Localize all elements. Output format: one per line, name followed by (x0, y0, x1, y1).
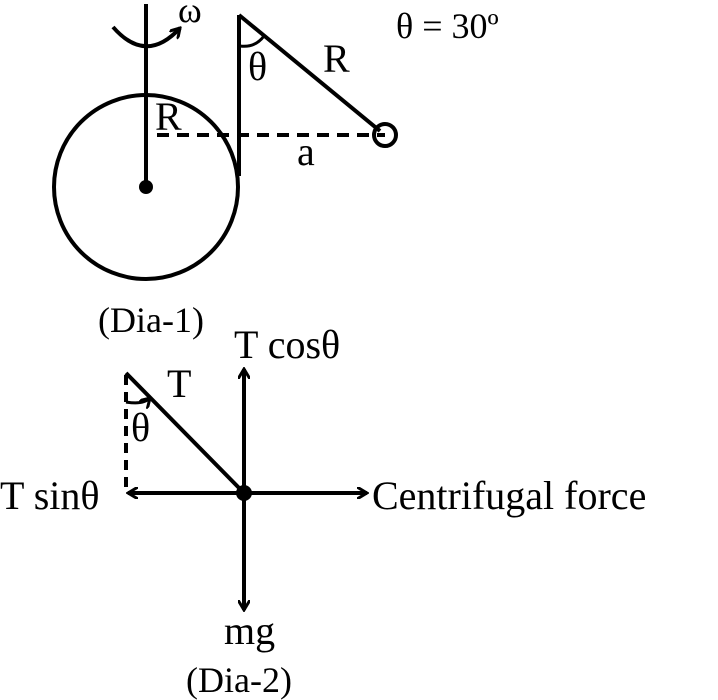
caption-dia-2: (Dia-2) (186, 660, 292, 700)
bob (372, 122, 398, 148)
tension-label: T (167, 361, 191, 406)
radius-label: R (155, 94, 182, 139)
mg-label: mg (224, 608, 275, 653)
distance-label: a (297, 129, 315, 174)
particle-dot (236, 485, 252, 501)
t-cos-label: T cosθ (234, 322, 340, 367)
caption-dia-1: (Dia-1) (98, 300, 204, 340)
rotation-arrow-icon (111, 25, 180, 49)
centrifugal-label: Centrifugal force (372, 473, 646, 518)
omega-label: ω (178, 0, 202, 30)
theta-label-2: θ (131, 405, 150, 450)
diagram-1: ω θ R R a θ = 30º (Dia-1) (52, 0, 499, 340)
diagram-2: T cosθ T θ T sinθ Centrifugal force mg (… (0, 322, 646, 700)
center-dot (139, 180, 153, 194)
string-length-label: R (323, 36, 350, 81)
t-sin-label: T sinθ (0, 473, 100, 518)
angle-arc (239, 35, 266, 48)
disc (52, 93, 240, 281)
given-angle: θ = 30º (396, 6, 499, 46)
string (237, 13, 382, 133)
theta-arc (125, 398, 150, 403)
tension-line (124, 371, 246, 495)
theta-label: θ (248, 44, 267, 89)
